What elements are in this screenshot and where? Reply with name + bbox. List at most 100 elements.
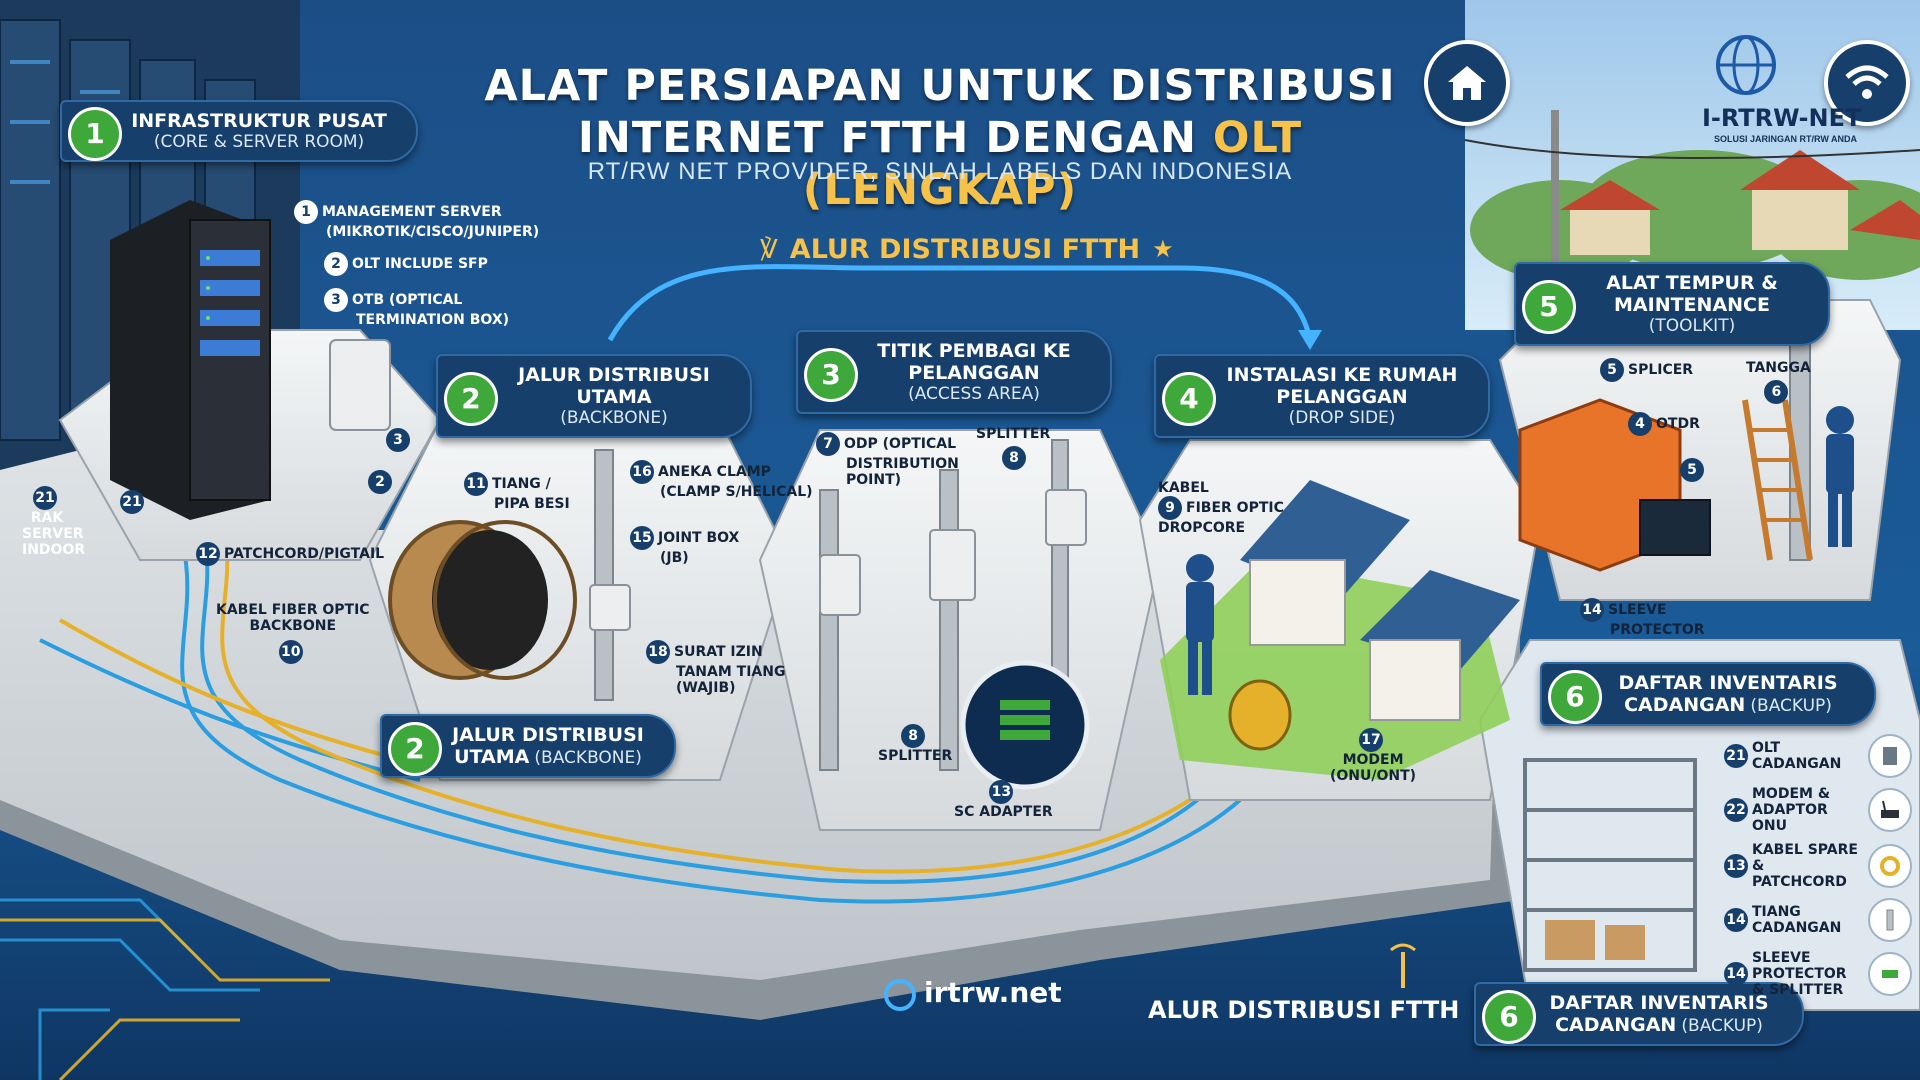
wifi-button[interactable]: [1824, 40, 1910, 126]
inventory-text: KABEL SPARE& PATCHCORD: [1752, 842, 1862, 890]
label-text: ODP (OPTICAL: [844, 436, 957, 452]
label-text-2: BACKBONE: [249, 618, 337, 634]
section-2-banner: 2 JALUR DISTRIBUSI UTAMA (BACKBONE): [436, 354, 752, 438]
label-text-2: PIPA BESI: [494, 496, 570, 512]
inventory-text-b: CADANGAN: [1752, 920, 1842, 936]
title-highlight: OLT (LENGKAP): [802, 113, 1303, 215]
badge: 4: [1628, 412, 1652, 436]
section-6-title-b: CADANGAN: [1624, 694, 1746, 716]
badge: 11: [464, 472, 488, 496]
brand-tagline: SOLUSI JARINGAN RT/RW ANDA: [1714, 134, 1858, 144]
section-1-title: INFRASTRUKTUR PUSAT: [131, 110, 387, 132]
label-text-2: TANAM TIANG: [676, 664, 786, 680]
label-text-2: FIBER OPTIC: [1186, 500, 1284, 516]
home-icon: [1448, 66, 1486, 100]
label-text: TANGGA: [1746, 360, 1811, 376]
badge: 17: [1359, 728, 1384, 752]
label-text-3: DROPCORE: [1158, 520, 1246, 536]
badge: 5: [1600, 358, 1624, 382]
badge: 13: [1724, 854, 1748, 878]
title-line-2-main: INTERNET FTTH DENGAN: [577, 113, 1213, 163]
badge-olt: 2: [368, 470, 396, 494]
badge: 13: [989, 780, 1014, 804]
section-6-lower-sub: (BACKUP): [1681, 1016, 1763, 1036]
label-rak-server: 21 RAK SERVER INDOOR: [22, 486, 85, 558]
label-splitter-top: SPLITTER 8: [976, 426, 1050, 470]
cable-icon: [1868, 844, 1912, 888]
inventory-item: 21 OLT CADANGAN: [1724, 734, 1912, 778]
section-2-sub: (BACKBONE): [560, 408, 668, 428]
section-6-banner: 6 DAFTAR INVENTARIS CADANGAN (BACKUP): [1540, 662, 1876, 726]
page-title: ALAT PERSIAPAN UNTUK DISTRIBUSI INTERNET…: [440, 60, 1440, 216]
inventory-text: MODEM &ADAPTOR ONU: [1752, 786, 1862, 834]
section-6-sub: (BACKUP): [1750, 696, 1832, 716]
label-modem: 17 MODEM (ONU/ONT): [1330, 728, 1416, 784]
antenna-tower-icon: [1383, 940, 1423, 995]
inventory-text-b: PROTECTOR & SPLITTER: [1752, 966, 1847, 998]
label-tangga: TANGGA 6: [1746, 360, 1811, 404]
section-5-banner: 5 ALAT TEMPUR & MAINTENANCE (TOOLKIT): [1514, 262, 1830, 346]
inventory-text-a: MODEM &: [1752, 786, 1831, 802]
inventory-item: 22 MODEM &ADAPTOR ONU: [1724, 786, 1912, 834]
section-3-banner: 3 TITIK PEMBAGI KE PELANGGAN (ACCESS ARE…: [796, 330, 1112, 414]
section-2-title: JALUR DISTRIBUSI UTAMA: [518, 364, 710, 408]
page-subtitle: RT/RW NET PROVIDER, SINLAH LABELS DAN IN…: [587, 158, 1293, 185]
inventory-text-b: ADAPTOR ONU: [1752, 802, 1828, 834]
section-6-lower-title-b: CADANGAN: [1555, 1014, 1677, 1036]
label-text: PATCHCORD/PIGTAIL: [224, 546, 385, 562]
badge-rak: 21: [120, 490, 148, 514]
label-text-3: INDOOR: [22, 542, 86, 558]
label-text-3: (WAJIB): [676, 680, 736, 696]
badge: 14: [1580, 598, 1604, 622]
badge: 10: [278, 640, 303, 664]
section-6-lower-title: DAFTAR INVENTARIS: [1549, 992, 1769, 1014]
label-kabel-backbone: KABEL FIBER OPTIC BACKBONE 10: [216, 602, 370, 664]
label-text: MODEM: [1342, 752, 1404, 768]
section-6-lower-banner: 6 DAFTAR INVENTARIS CADANGAN (BACKUP): [1474, 982, 1804, 1046]
brand-name: I-RTRW-NET: [1702, 104, 1862, 132]
section-5-title: ALAT TEMPUR & MAINTENANCE: [1606, 272, 1778, 316]
splitter-icon: [1868, 952, 1912, 996]
inventory-list: 21 OLT CADANGAN 22 MODEM &ADAPTOR ONU 13…: [1724, 734, 1912, 998]
section-1-sub: (CORE & SERVER ROOM): [153, 132, 365, 152]
badge: 12: [196, 542, 220, 566]
inventory-text: OLT CADANGAN: [1752, 740, 1862, 772]
label-text: KABEL FIBER OPTIC: [216, 602, 370, 618]
label-text: RAK: [30, 510, 64, 526]
wifi-icon: [1845, 65, 1889, 99]
badge: 3: [324, 288, 348, 312]
flow-bottom-label: ALUR DISTRIBUSI FTTH: [1148, 996, 1460, 1024]
inventory-text-a: OLT CADANGAN: [1752, 740, 1842, 772]
badge: 15: [630, 526, 654, 550]
flow-title: ALUR DISTRIBUSI FTTH: [789, 234, 1141, 265]
label-text: ANEKA CLAMP: [658, 464, 771, 480]
antenna-icon: ℣: [760, 234, 778, 264]
badge: 8: [901, 724, 926, 748]
label-text-2: (CLAMP S/HELICAL): [660, 484, 813, 500]
pole-icon: [1868, 898, 1912, 942]
badge: 9: [1158, 496, 1182, 520]
section-2-number: 2: [444, 372, 498, 426]
section-6-title: DAFTAR INVENTARIS: [1618, 672, 1838, 694]
label-text-3: POINT): [846, 472, 902, 488]
label-text: MANAGEMENT SERVER: [322, 204, 502, 220]
label-text: SPLITTER: [976, 426, 1051, 442]
badge-otb: 3: [386, 428, 414, 452]
label-text-2: (ONU/ONT): [1330, 768, 1417, 784]
badge: 7: [816, 432, 840, 456]
section-5-number: 5: [1522, 280, 1576, 334]
olt-icon: [1868, 734, 1912, 778]
label-text: SURAT IZIN: [674, 644, 763, 660]
home-button[interactable]: [1424, 40, 1510, 126]
section-6-lower-number: 6: [1482, 990, 1536, 1044]
